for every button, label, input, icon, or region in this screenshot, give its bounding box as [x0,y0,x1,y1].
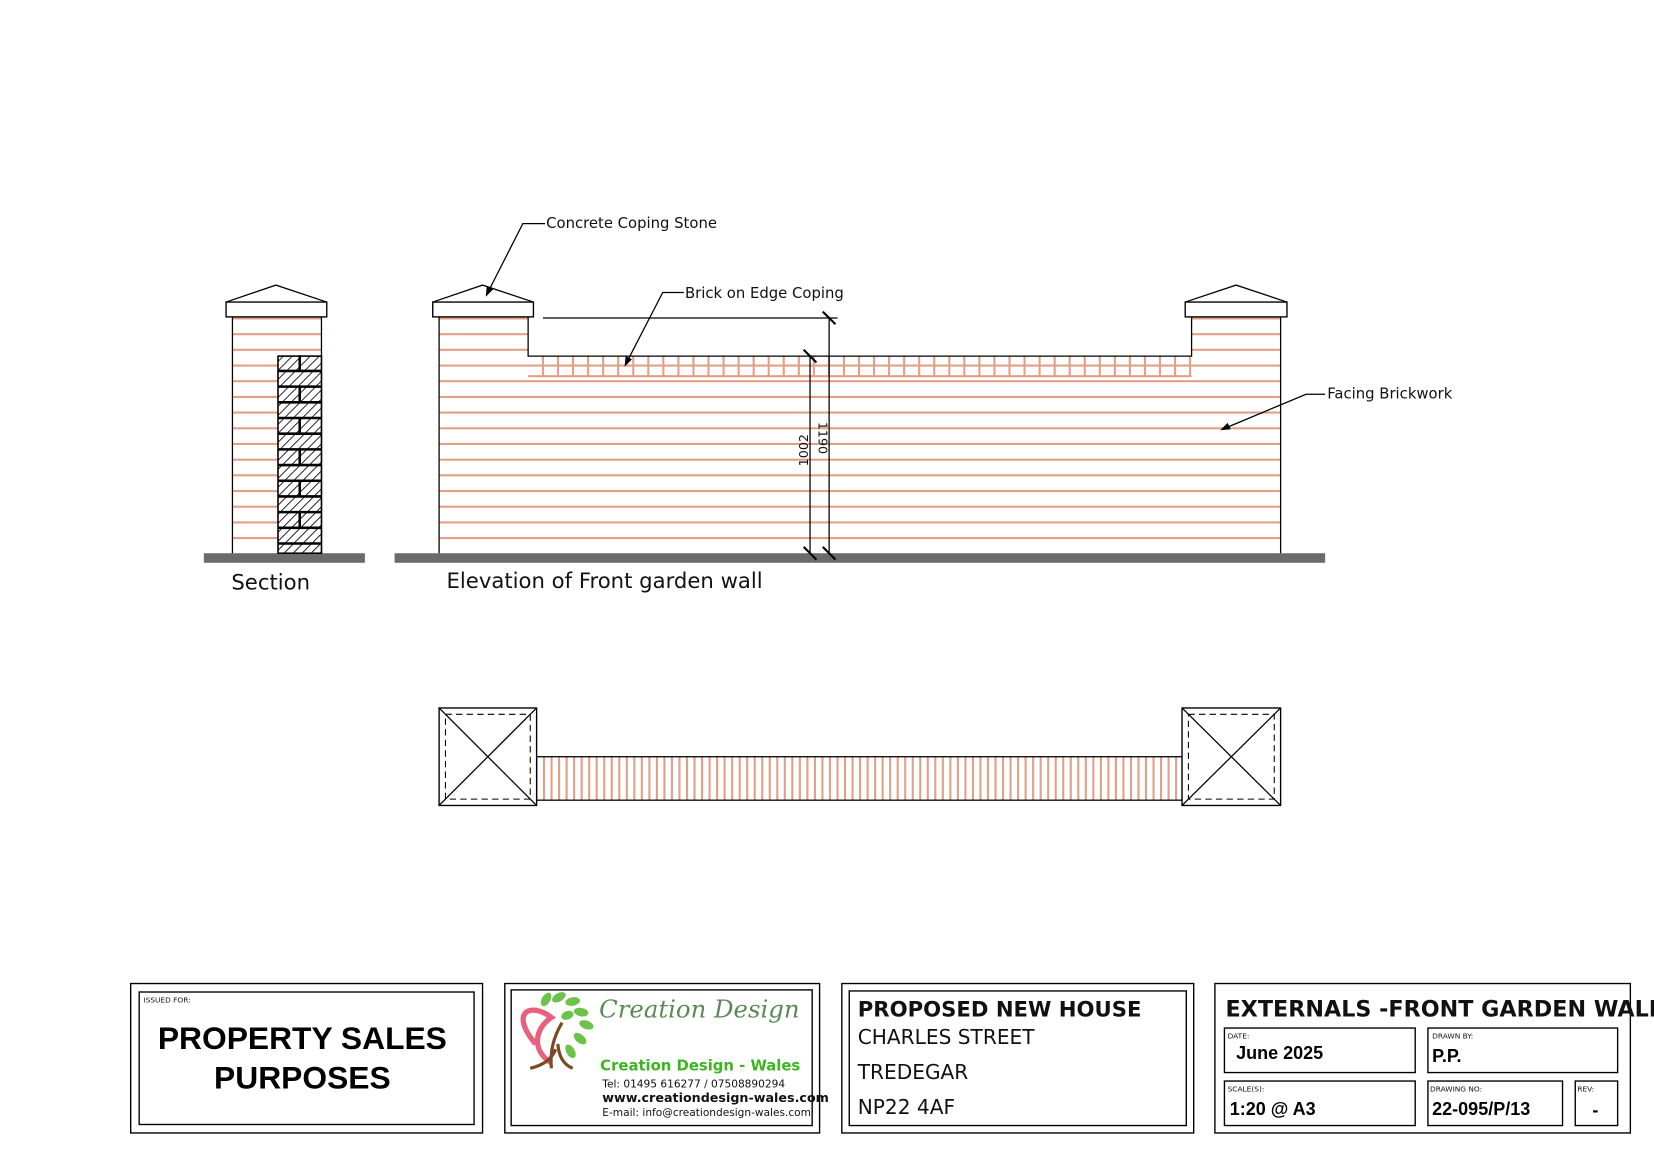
brick-on-edge-coping [541,356,1192,377]
right-coping-apex [1185,284,1288,303]
section-hatch-joints [278,355,322,545]
annotation-brick-coping: Brick on Edge Coping [624,285,844,367]
svg-text:Creation Design - Wales: Creation Design - Wales [600,1057,800,1074]
plan-left-pier [438,707,538,807]
dimension-1002: 1002 [796,434,811,466]
section-view: Section [203,284,365,594]
svg-text:P.P.: P.P. [1432,1046,1461,1066]
svg-text:Tel: 01495 616277 / 0750889029: Tel: 01495 616277 / 07508890294 [601,1078,785,1090]
svg-text:TREDEGAR: TREDEGAR [857,1060,969,1084]
svg-text:NP22 4AF: NP22 4AF [858,1095,955,1119]
plan-right-pier [1181,707,1282,807]
svg-text:Brick on Edge Coping: Brick on Edge Coping [685,285,844,302]
project-panel: PROPOSED NEW HOUSE CHARLES STREET TREDEG… [841,982,1195,1134]
company-panel: Creation Design Creation Design - Wales … [504,982,829,1134]
wall-outline [438,316,1282,554]
company-logo-text: Creation Design [599,994,799,1023]
plan-view [438,707,1282,807]
svg-text:-: - [1592,1100,1598,1120]
company-website-link[interactable]: www.creationdesign-wales.com [602,1090,829,1105]
elevation-title: Elevation of Front garden wall [447,568,763,593]
left-coping-apex [432,284,534,303]
svg-text:PROPOSED NEW HOUSE: PROPOSED NEW HOUSE [858,996,1142,1021]
svg-text:Facing Brickwork: Facing Brickwork [1327,385,1452,402]
company-logo-icon [520,992,594,1070]
svg-text:Concrete Coping Stone: Concrete Coping Stone [546,215,717,232]
section-coping-apex [225,284,327,303]
svg-text:22-095/P/13: 22-095/P/13 [1432,1099,1530,1119]
dimension-lines: 1002 1190 [542,310,838,561]
annotation-facing-brickwork: Facing Brickwork [1220,385,1453,431]
section-coping-stone [225,301,328,318]
left-coping-stone [432,301,535,318]
svg-text:CHARLES STREET: CHARLES STREET [858,1025,1036,1049]
svg-text:PURPOSES: PURPOSES [214,1059,391,1095]
company-email-link[interactable]: E-mail: info@creationdesign-wales.com [602,1107,811,1119]
section-ground [203,553,365,563]
svg-text:ISSUED FOR:: ISSUED FOR: [143,996,190,1005]
elevation-ground [394,553,1326,563]
elevation-brick-courses [439,317,1281,540]
svg-text:1:20 @ A3: 1:20 @ A3 [1230,1099,1316,1119]
svg-text:DATE:: DATE: [1228,1032,1250,1041]
sheet-title: EXTERNALS -FRONT GARDEN WALL [1225,996,1654,1022]
sheet-panel: EXTERNALS -FRONT GARDEN WALL DATE: June … [1214,982,1654,1134]
title-block: ISSUED FOR: PROPERTY SALES PURPOSES [129,982,1654,1134]
svg-text:June 2025: June 2025 [1236,1043,1323,1063]
svg-text:REV:: REV: [1577,1085,1594,1094]
right-coping-stone [1184,301,1288,318]
plan-brick-coping [542,756,1178,801]
dimension-1190: 1190 [816,422,831,454]
svg-text:DRAWING NO:: DRAWING NO: [1430,1085,1482,1094]
elevation-view: 1002 1190 Concrete Coping Stone Brick on… [394,215,1453,593]
annotation-coping-stone: Concrete Coping Stone [485,215,717,297]
svg-text:DRAWN BY:: DRAWN BY: [1432,1032,1473,1041]
svg-text:SCALE(S):: SCALE(S): [1228,1085,1265,1094]
issued-for-panel: ISSUED FOR: PROPERTY SALES PURPOSES [129,982,484,1134]
svg-text:PROPERTY SALES: PROPERTY SALES [158,1020,447,1056]
section-title: Section [231,569,310,594]
